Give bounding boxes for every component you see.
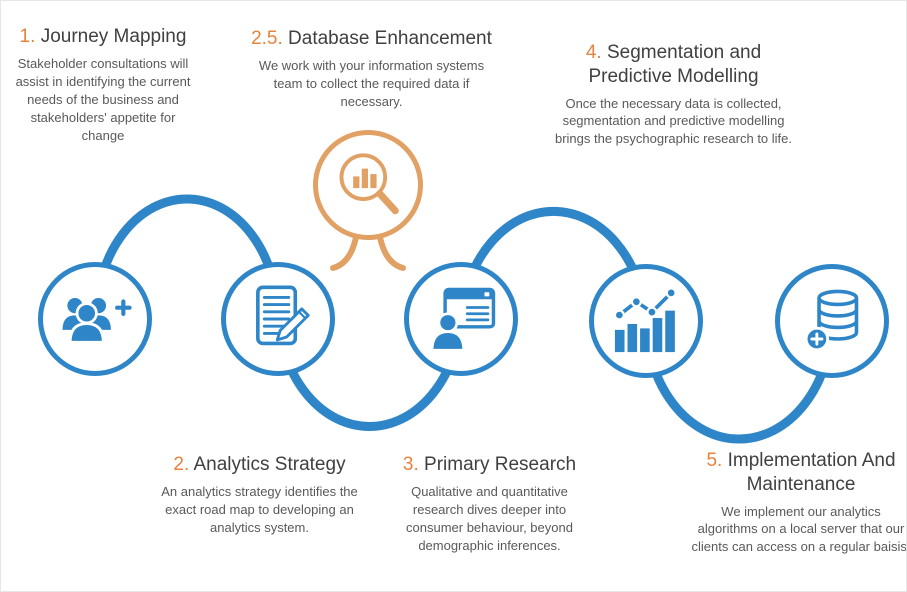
bar-line-chart-icon bbox=[613, 287, 677, 353]
step-number: 4. bbox=[585, 42, 602, 63]
step-number: 2. bbox=[173, 454, 190, 475]
document-pencil-icon bbox=[256, 285, 310, 346]
step-title-label: Database Enhancement bbox=[288, 28, 492, 49]
step-primary-research-text: 3. Primary Research Qualitative and quan… bbox=[387, 453, 592, 555]
step-description: We work with your information systems te… bbox=[258, 57, 485, 109]
step-title: 1. Journey Mapping bbox=[9, 25, 197, 49]
step-number: 3. bbox=[402, 454, 419, 475]
step-journey-mapping-text: 1. Journey Mapping Stakeholder consultat… bbox=[9, 25, 197, 144]
journey-mapping-circle bbox=[38, 262, 152, 376]
step-title-label: Analytics Strategy bbox=[193, 454, 346, 475]
step-title: 2.5. Database Enhancement bbox=[249, 27, 494, 51]
step-title-label: Segmentation and Predictive Modelling bbox=[588, 42, 762, 87]
segmentation-circle bbox=[589, 264, 703, 378]
step-number: 1. bbox=[19, 26, 36, 47]
step-title-label: Journey Mapping bbox=[40, 26, 187, 47]
step-segmentation-text: 4. Segmentation and Predictive Modelling… bbox=[551, 41, 796, 148]
step-description: Qualitative and quantitative research di… bbox=[406, 483, 573, 553]
step-title: 5. Implementation And Maintenance bbox=[702, 449, 900, 497]
implementation-circle bbox=[775, 264, 889, 378]
step-number: 5. bbox=[706, 450, 723, 471]
step-implementation-text: 5. Implementation And Maintenance We imp… bbox=[691, 449, 907, 556]
analytics-strategy-circle bbox=[221, 262, 335, 376]
step-title-label: Implementation And Maintenance bbox=[727, 450, 896, 495]
step-analytics-strategy-text: 2. Analytics Strategy An analytics strat… bbox=[157, 453, 362, 537]
magnifier-bar-chart-icon bbox=[339, 153, 399, 215]
primary-research-circle bbox=[404, 262, 518, 376]
step-number: 2.5. bbox=[251, 28, 283, 49]
step-description: Once the necessary data is collected, se… bbox=[554, 95, 792, 147]
step-description: We implement our analytics algorithms on… bbox=[691, 503, 907, 555]
step-description: Stakeholder consultations will assist in… bbox=[15, 55, 191, 143]
step-description: An analytics strategy identifies the exa… bbox=[161, 483, 358, 535]
step-title: 2. Analytics Strategy bbox=[157, 453, 362, 477]
user-browser-icon bbox=[430, 288, 496, 353]
step-title: 4. Segmentation and Predictive Modelling bbox=[556, 41, 791, 89]
database-enhancement-circle bbox=[313, 130, 423, 240]
people-group-icon bbox=[62, 298, 132, 344]
step-title-label: Primary Research bbox=[424, 454, 577, 475]
step-title: 3. Primary Research bbox=[387, 453, 592, 477]
step-database-enhancement-text: 2.5. Database Enhancement We work with y… bbox=[249, 27, 494, 111]
database-plus-icon bbox=[804, 289, 859, 352]
